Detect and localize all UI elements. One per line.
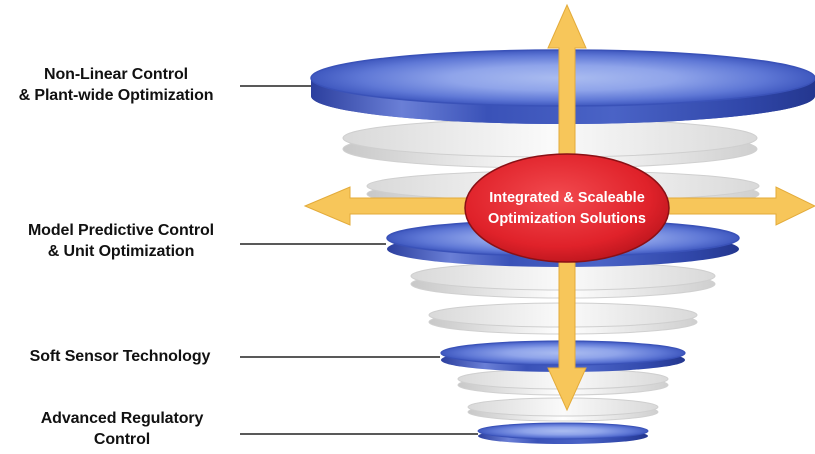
center-text-line-1: Integrated & Scaleable [489, 190, 645, 206]
level-label-nonlinear-control: Non-Linear Control & Plant-wide Optimiza… [0, 64, 232, 106]
gray-disc-6 [467, 397, 659, 422]
level-label-line-1: Soft Sensor Technology [29, 348, 211, 365]
level-label-line-1: Model Predictive Control [27, 222, 215, 239]
level-label-line-1: Non-Linear Control [44, 66, 188, 83]
level-label-soft-sensor: Soft Sensor Technology [14, 346, 226, 367]
center-oval: Integrated & Scaleable Optimization Solu… [464, 153, 670, 263]
blue-disc-4 [477, 422, 649, 444]
level-label-line-2: & Plant-wide Optimization [18, 87, 214, 104]
level-label-line-2: & Unit Optimization [47, 243, 195, 260]
level-label-line-1: Advanced Regulatory [40, 410, 204, 427]
level-label-advanced-regulatory-control: Advanced Regulatory Control [24, 408, 220, 450]
level-label-line-2: Control [93, 431, 151, 448]
level-label-model-predictive-control: Model Predictive Control & Unit Optimiza… [12, 220, 230, 262]
gray-disc-1 [342, 118, 758, 169]
center-text-line-2: Optimization Solutions [488, 211, 646, 227]
